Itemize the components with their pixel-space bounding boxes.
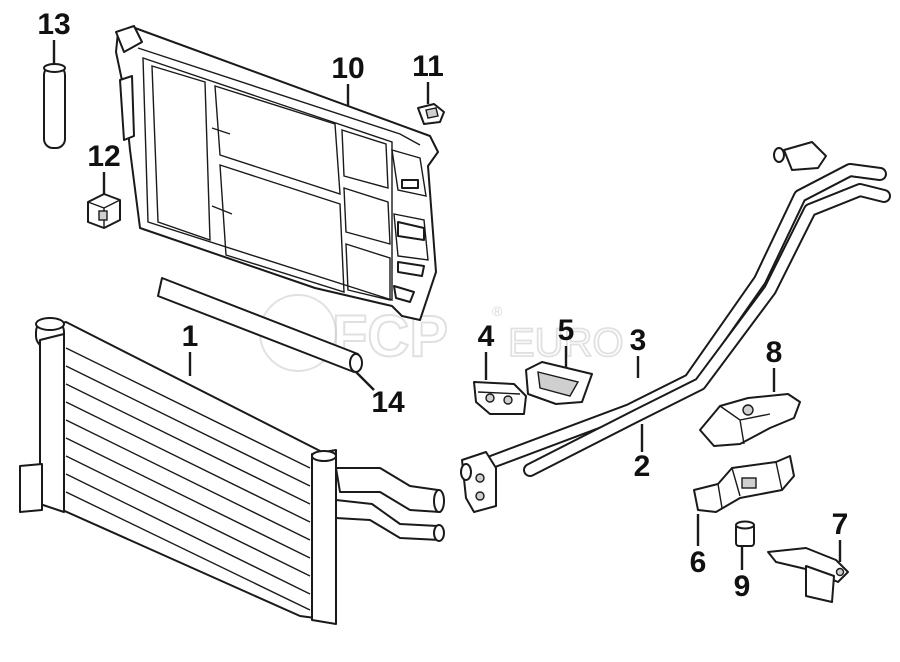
callout-5: 5 [558, 314, 575, 347]
part-2-3-cooler-lines [460, 141, 891, 513]
callout-14: 14 [371, 386, 405, 419]
part-12-bushing [87, 193, 121, 229]
part-5-grommet [525, 361, 593, 405]
part-13-hose [43, 63, 66, 149]
callout-9: 9 [734, 570, 751, 603]
callout-4: 4 [478, 320, 495, 353]
callout-8: 8 [766, 336, 783, 369]
part-10-frame [115, 25, 439, 321]
part-11-clip [417, 103, 445, 125]
callout-6: 6 [690, 546, 707, 579]
watermark-registered-mark: ® [492, 303, 503, 319]
callout-10: 10 [331, 52, 364, 85]
part-1-oil-cooler [19, 317, 445, 625]
callout-3: 3 [630, 324, 647, 357]
callout-7: 7 [832, 508, 849, 541]
part-6-bracket [693, 455, 795, 513]
callout-labels: 13 12 10 11 1 14 4 5 3 2 8 6 9 7 [37, 8, 848, 603]
part-9-sleeve [735, 520, 755, 547]
part-4-bracket [473, 381, 527, 415]
callout-11: 11 [412, 50, 444, 83]
part-7-bracket-arm [767, 547, 849, 603]
leader-lines [52, 40, 842, 570]
part-8-bracket [699, 393, 801, 447]
callout-1: 1 [182, 320, 199, 353]
callout-2: 2 [634, 450, 651, 483]
callout-12: 12 [87, 140, 120, 173]
callout-13: 13 [37, 8, 70, 41]
